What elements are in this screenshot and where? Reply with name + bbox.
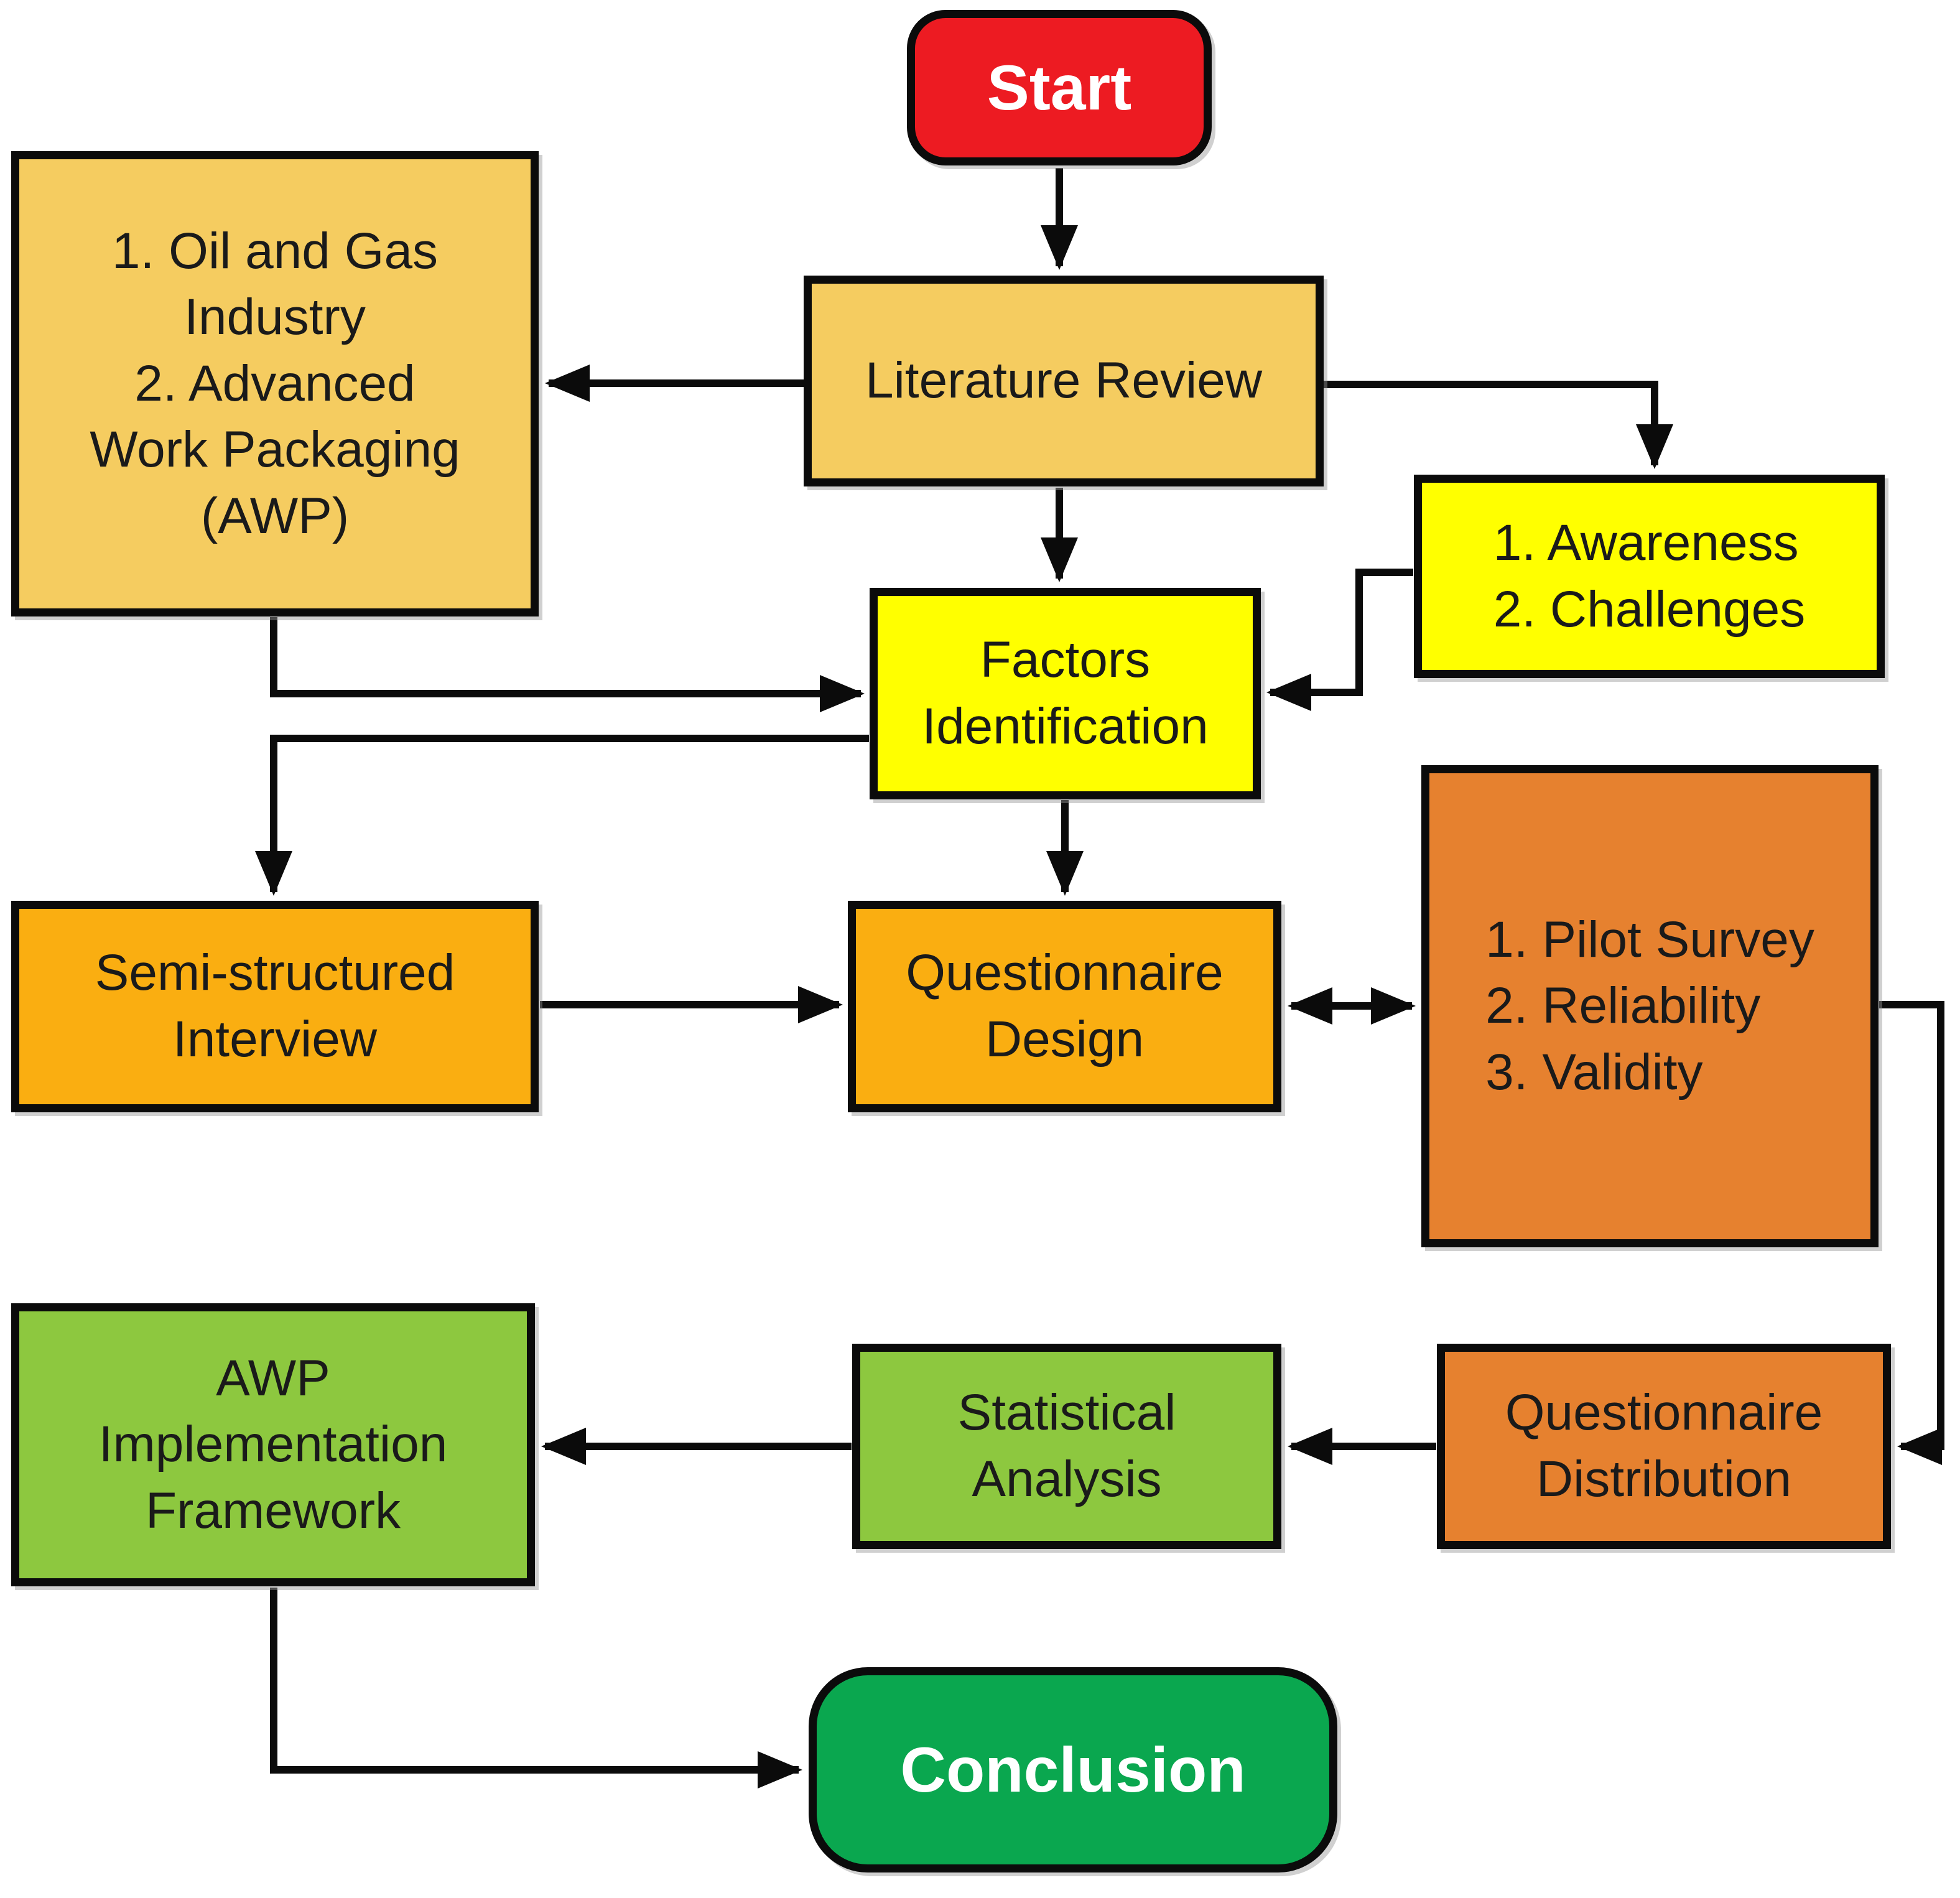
node-statistical-analysis: Statistical Analysis xyxy=(852,1344,1281,1549)
node-factors-identification: Factors Identification xyxy=(870,588,1261,799)
node-awp-implementation-framework: AWP Implementation Framework xyxy=(11,1303,535,1586)
node-conclusion: Conclusion xyxy=(809,1667,1337,1872)
node-awp-implementation-framework-label: AWP Implementation Framework xyxy=(98,1349,448,1539)
edge-oil-gas-to-factors xyxy=(270,617,865,712)
node-awareness-challenges: 1. Awareness 2. Challenges xyxy=(1414,475,1885,678)
edge-literature-review-to-awareness xyxy=(1324,381,1673,469)
node-literature-review: Literature Review xyxy=(804,276,1324,486)
node-awareness-challenges-label: 1. Awareness 2. Challenges xyxy=(1493,514,1806,638)
edge-awareness-to-factors xyxy=(1266,569,1413,711)
node-oil-gas-awp: 1. Oil and Gas Industry 2. Advanced Work… xyxy=(11,151,539,616)
node-questionnaire-distribution-label: Questionnaire Distribution xyxy=(1505,1384,1823,1507)
node-questionnaire-distribution: Questionnaire Distribution xyxy=(1437,1344,1891,1549)
node-start: Start xyxy=(907,10,1212,165)
node-start-label: Start xyxy=(987,52,1132,123)
node-conclusion-label: Conclusion xyxy=(900,1734,1246,1805)
node-literature-review-label: Literature Review xyxy=(865,352,1263,409)
node-semi-structured-interview-label: Semi-structured Interview xyxy=(95,944,455,1068)
node-factors-identification-label: Factors Identification xyxy=(922,631,1209,755)
node-statistical-analysis-label: Statistical Analysis xyxy=(957,1384,1176,1507)
node-questionnaire-design-label: Questionnaire Design xyxy=(906,944,1224,1068)
edge-factors-to-semi-interview xyxy=(255,735,869,896)
edge-awp-framework-to-conclusion xyxy=(270,1588,802,1789)
edge-pilot-to-questionnaire-distribution xyxy=(1879,1001,1944,1465)
node-semi-structured-interview: Semi-structured Interview xyxy=(11,901,539,1112)
node-pilot-reliability-validity: 1. Pilot Survey 2. Reliability 3. Validi… xyxy=(1421,765,1879,1247)
node-oil-gas-awp-label: 1. Oil and Gas Industry 2. Advanced Work… xyxy=(90,222,460,544)
node-pilot-reliability-validity-label: 1. Pilot Survey 2. Reliability 3. Validi… xyxy=(1485,911,1814,1100)
node-questionnaire-design: Questionnaire Design xyxy=(848,901,1281,1112)
